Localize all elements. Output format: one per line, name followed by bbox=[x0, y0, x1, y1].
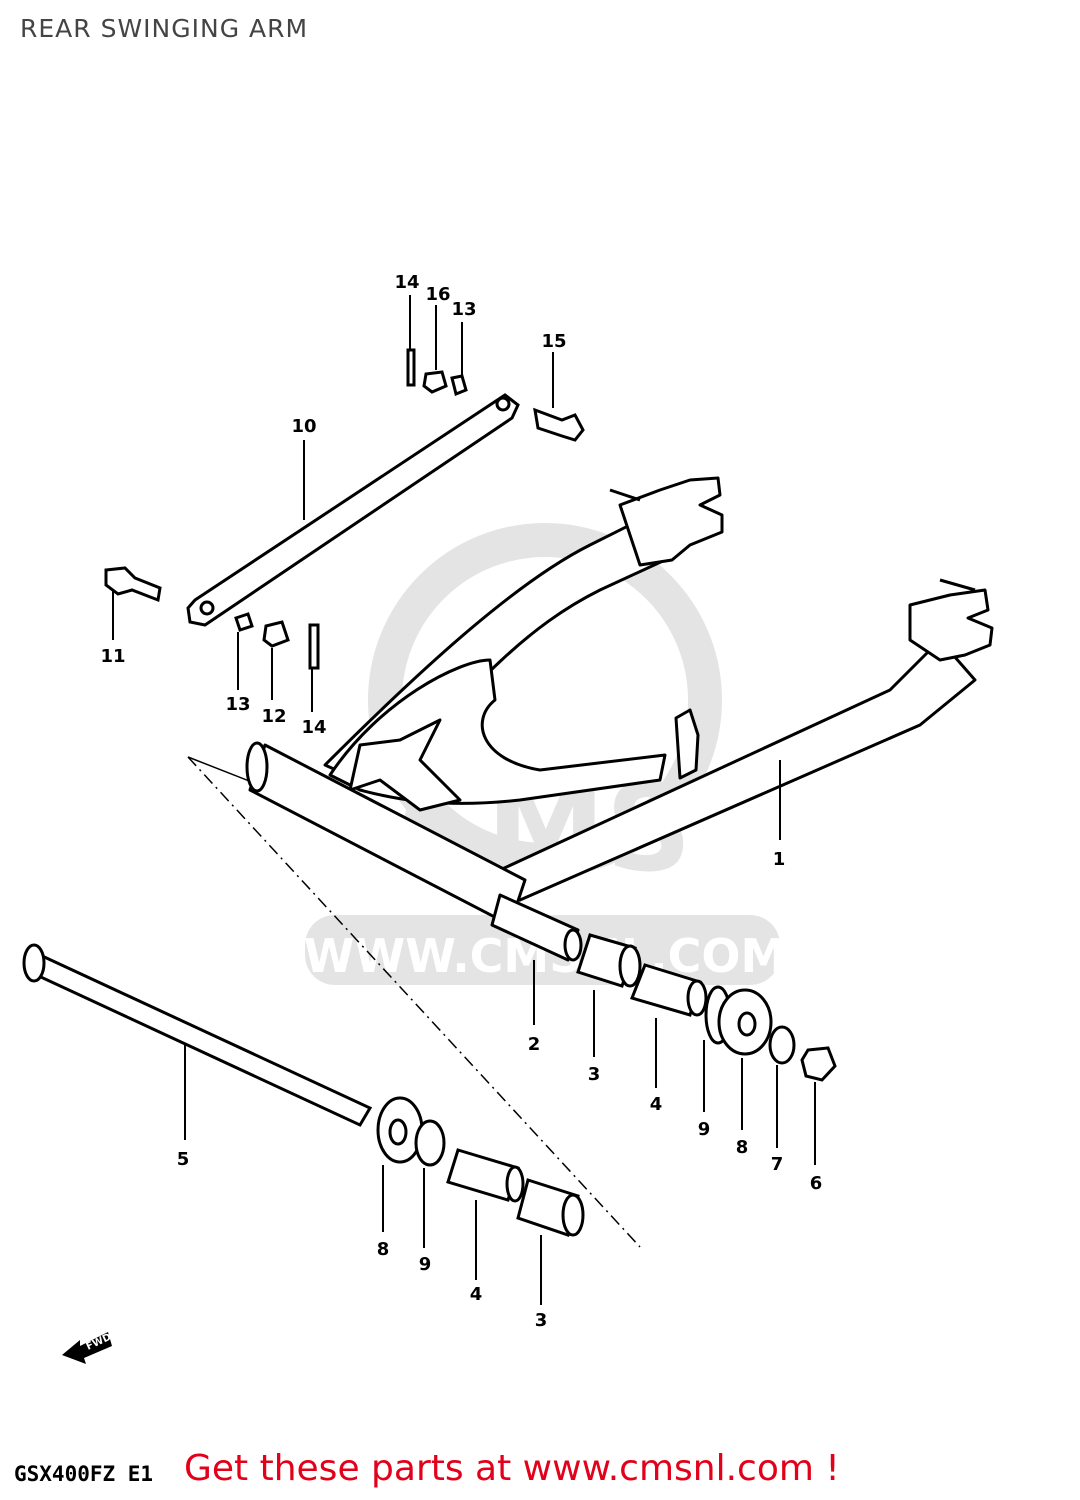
leader-lines bbox=[112, 295, 816, 1305]
callout-8a: 8 bbox=[736, 1137, 749, 1158]
callout-2: 2 bbox=[528, 1034, 541, 1055]
callout-1: 1 bbox=[773, 849, 786, 870]
callout-16: 16 bbox=[425, 284, 450, 305]
callout-3b: 3 bbox=[535, 1310, 548, 1331]
callout-3a: 3 bbox=[588, 1064, 601, 1085]
callout-labels: 1 2 3 3 4 4 5 6 7 8 8 9 9 10 11 12 13 13… bbox=[100, 272, 822, 1331]
stay-rod bbox=[186, 393, 520, 627]
callout-13b: 13 bbox=[451, 299, 476, 320]
callout-7: 7 bbox=[771, 1154, 784, 1175]
front-arrow-icon: FWD bbox=[62, 1332, 113, 1364]
callout-14a: 14 bbox=[394, 272, 419, 293]
callout-9a: 9 bbox=[698, 1119, 711, 1140]
model-code: GSX400FZ E1 bbox=[14, 1462, 154, 1486]
swing-arm bbox=[245, 476, 994, 962]
callout-9b: 9 bbox=[419, 1254, 432, 1275]
right-pivot-parts bbox=[576, 933, 837, 1082]
callout-14b: 14 bbox=[301, 717, 326, 738]
callout-8b: 8 bbox=[377, 1239, 390, 1260]
callout-13a: 13 bbox=[225, 694, 250, 715]
callout-4a: 4 bbox=[650, 1094, 663, 1115]
callout-5: 5 bbox=[177, 1149, 190, 1170]
small-hardware bbox=[104, 348, 585, 670]
callout-4b: 4 bbox=[470, 1284, 483, 1305]
callout-11: 11 bbox=[100, 646, 125, 667]
callout-15: 15 bbox=[541, 331, 566, 352]
left-pivot-parts bbox=[376, 1096, 585, 1237]
cta-link[interactable]: Get these parts at www.cmsnl.com ! bbox=[184, 1448, 840, 1489]
callout-6: 6 bbox=[810, 1173, 823, 1194]
pivot-bolt bbox=[22, 943, 373, 1127]
callout-10: 10 bbox=[291, 416, 316, 437]
callout-12: 12 bbox=[261, 706, 286, 727]
page-title: REAR SWINGING ARM bbox=[20, 14, 309, 43]
